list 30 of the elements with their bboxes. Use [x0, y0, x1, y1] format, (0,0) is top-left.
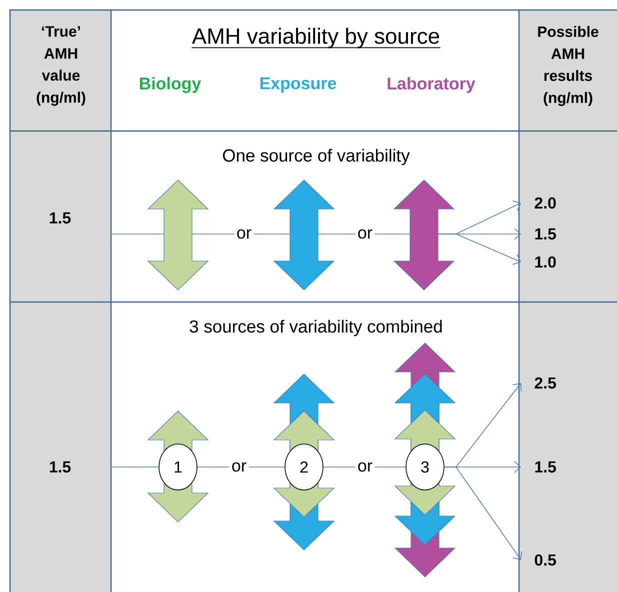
connector-line [110, 466, 159, 468]
category-text: Laboratory [388, 77, 476, 93]
or-text: or [358, 462, 372, 472]
true-value: 1.5 [50, 212, 71, 224]
connector-line [197, 466, 230, 468]
title: AMH variability by source [191, 28, 441, 48]
result-value: 2.0 [534, 197, 556, 209]
header-text: ‘True’ AMH value (ng/ml) [36, 26, 86, 106]
result-value: 1.5 [535, 461, 556, 473]
double-arrow [393, 180, 455, 290]
connector-line [438, 234, 521, 265]
row-heading: 3 sources of variability combined [190, 320, 442, 336]
double-arrow [273, 180, 335, 290]
category-text: Biology [140, 77, 202, 93]
row-heading: One source of variability [222, 148, 410, 166]
result-value: 1.0 [535, 256, 556, 268]
connector-line [323, 466, 356, 468]
double-arrow [147, 180, 209, 290]
or-text: or [232, 462, 246, 472]
header-text: Possible AMH results (ng/ml) [538, 26, 598, 106]
result-value: 1.5 [535, 228, 556, 240]
or-text: or [237, 229, 252, 239]
category-text: Exposure [260, 77, 336, 93]
or-text: or [358, 229, 372, 239]
result-value: 2.5 [534, 377, 556, 389]
true-value: 1.5 [50, 461, 71, 473]
connector-line [374, 466, 406, 468]
connector-line [444, 466, 522, 560]
result-value: 0.5 [534, 554, 556, 566]
connector-line [248, 466, 285, 468]
